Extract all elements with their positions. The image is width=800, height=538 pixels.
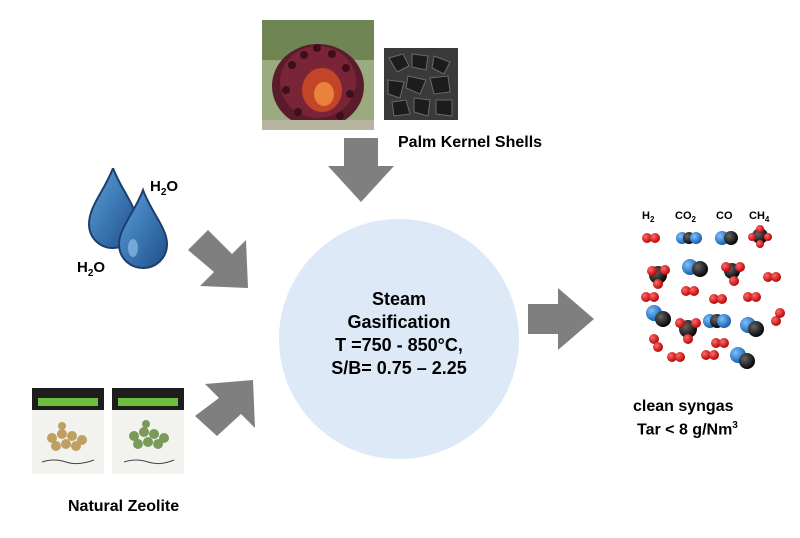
tar-limit-label: Tar < 8 g/Nm3 — [637, 420, 738, 439]
water-label-top: H2O — [150, 178, 179, 198]
feedstock-arrow — [328, 138, 394, 202]
h2-molecule-icon — [642, 233, 660, 243]
process-line-1: Steam — [371, 289, 427, 309]
palm-fruit-photo — [262, 20, 374, 130]
gasifier-circle — [279, 219, 519, 459]
ch4-molecule-icon — [748, 225, 772, 248]
syngas-molecules-illustration — [641, 225, 785, 369]
catalyst-arrow — [195, 380, 255, 436]
output-arrow — [528, 288, 594, 350]
palm-kernel-shells-label: Palm Kernel Shells — [398, 134, 543, 151]
clean-syngas-label: clean syngas — [633, 398, 734, 415]
co-molecule-icon — [715, 231, 738, 245]
process-conditions: Steam Gasification T =750 - 850°C, S/B= … — [279, 288, 519, 380]
process-line-4: S/B= 0.75 – 2.25 — [331, 358, 467, 378]
species-co2-label: CO2 — [675, 210, 696, 225]
water-label-bottom: H2O — [77, 259, 106, 279]
water-droplets-icon — [87, 168, 169, 270]
species-h2-label: H2 — [642, 210, 655, 225]
species-co-label: CO — [716, 210, 733, 222]
process-line-3: T =750 - 850°C, — [335, 335, 463, 355]
steam-arrow — [188, 230, 248, 288]
co2-molecule-icon — [676, 232, 702, 244]
zeolite-photo-right — [112, 388, 184, 474]
process-line-2: Gasification — [347, 312, 451, 332]
zeolite-photo-left — [32, 388, 104, 474]
palm-kernel-shells-photo — [384, 48, 458, 120]
species-ch4-label: CH4 — [749, 210, 770, 225]
natural-zeolite-label: Natural Zeolite — [68, 498, 180, 515]
